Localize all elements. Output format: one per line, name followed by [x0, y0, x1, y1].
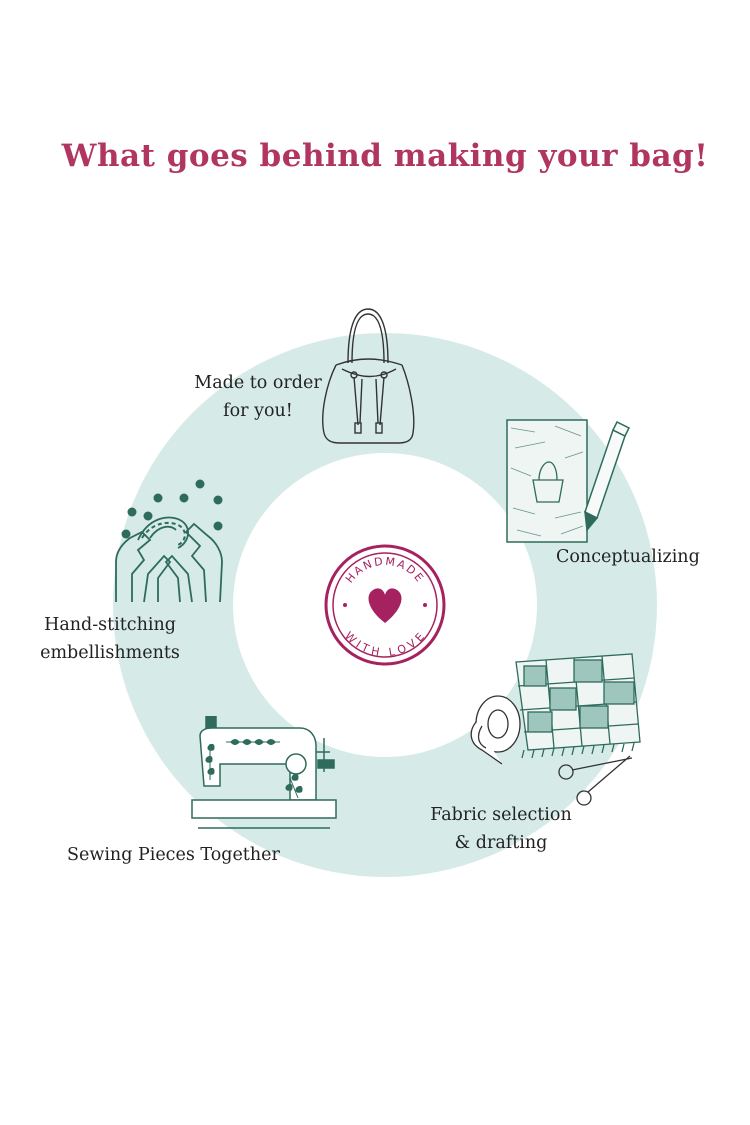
badge-top-text: HANDMADE	[343, 555, 427, 586]
fabric-measuring-tape-scissors-icon	[470, 653, 641, 806]
heart-icon	[368, 588, 402, 623]
bucket-bag-icon	[322, 308, 415, 444]
step-label-made-to-order: Made to order for you!	[194, 373, 322, 421]
sketch-pencil-icon	[506, 419, 631, 543]
step-label-conceptualizing: Conceptualizing	[556, 547, 700, 567]
step-label-hand-stitching: Hand-stitching embellishments	[40, 615, 180, 663]
hands-stitching-icon	[115, 479, 223, 603]
step-label-fabric-selection: Fabric selection & drafting	[430, 805, 572, 853]
handmade-badge: HANDMADE WITH LOVE	[324, 544, 446, 666]
page-title: What goes behind making your bag!	[61, 138, 709, 174]
step-label-sewing: Sewing Pieces Together	[67, 845, 280, 865]
sewing-machine-icon	[191, 716, 337, 829]
